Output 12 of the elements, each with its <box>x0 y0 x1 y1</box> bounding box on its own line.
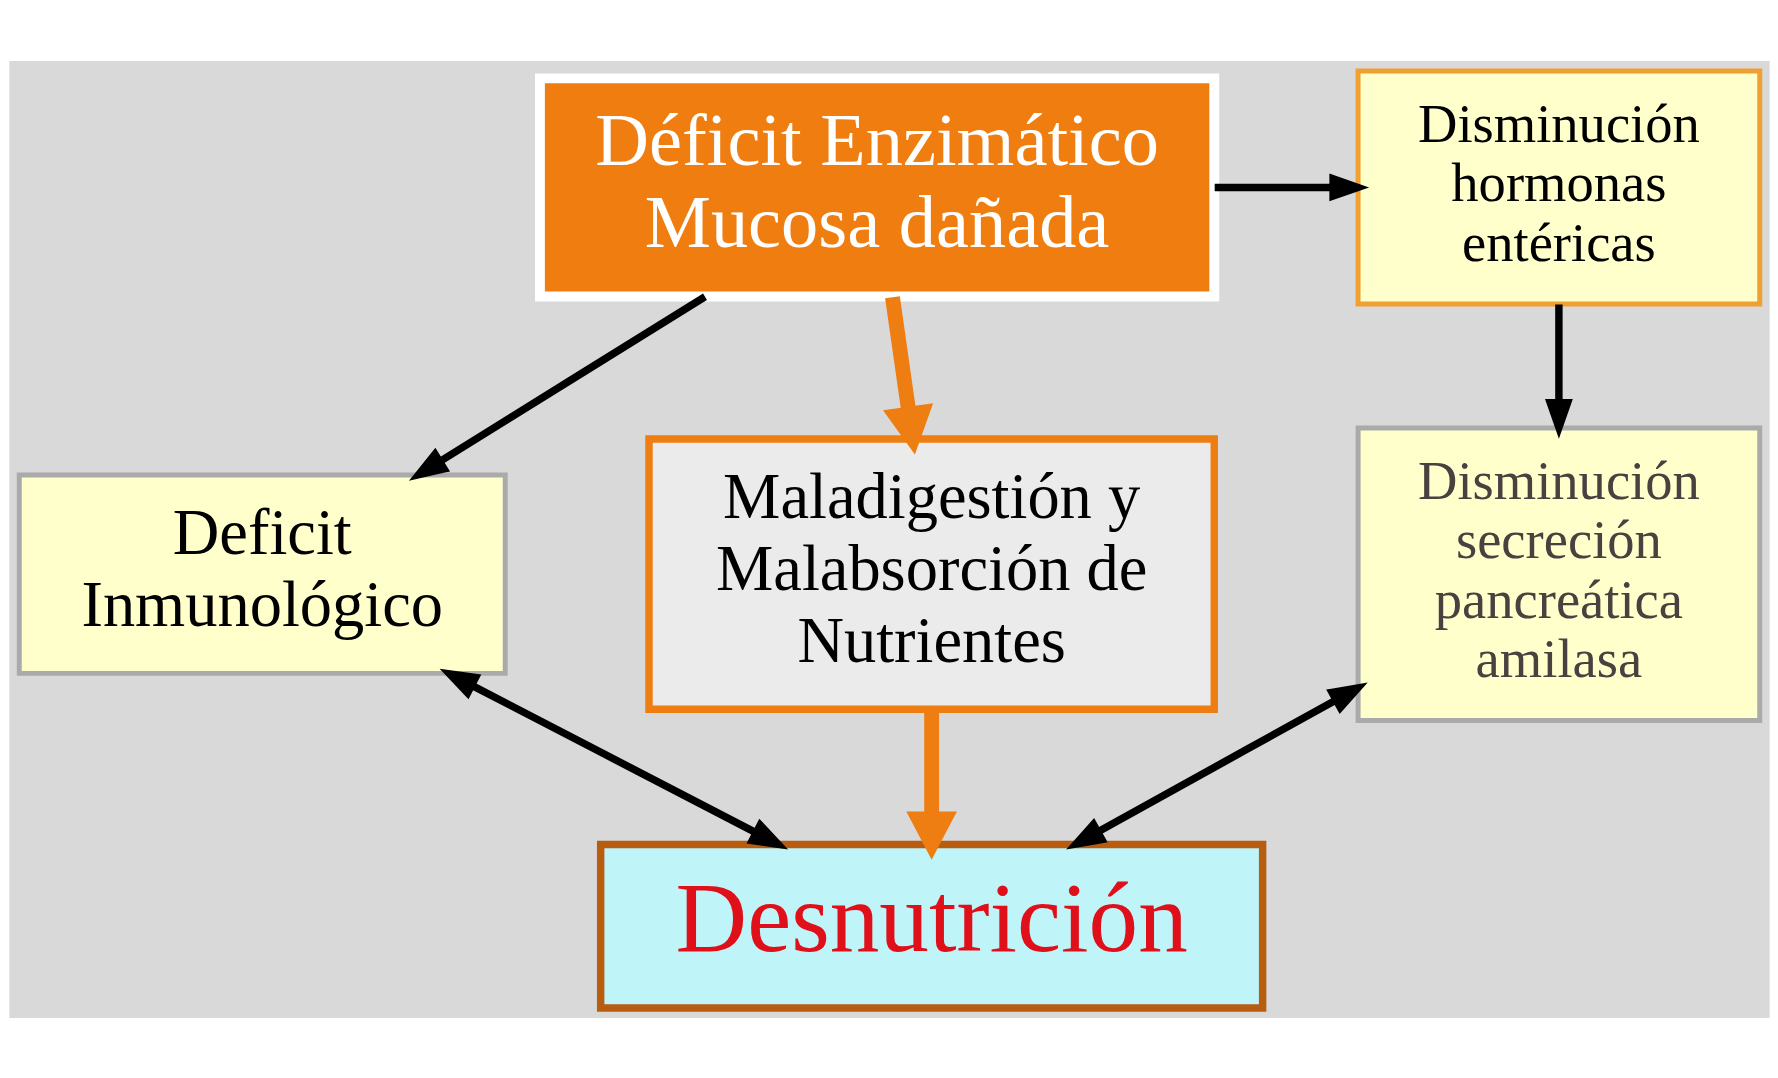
node-box: Desnutrición <box>596 840 1266 1012</box>
arrow <box>408 293 707 481</box>
node-box: Maladigestión y Malabsorción de Nutrientes <box>644 434 1218 713</box>
arrow <box>1544 304 1573 439</box>
node-box: Disminución secreción pancreática amilasa <box>1355 424 1762 723</box>
node-box: Disminución hormonas entéricas <box>1355 67 1762 306</box>
node-box: Deficit Inmunológico <box>16 472 508 676</box>
arrow <box>1214 173 1369 201</box>
arrow <box>882 295 933 454</box>
arrow <box>439 668 788 849</box>
arrow <box>1065 681 1368 849</box>
node-box: Déficit Enzimático Mucosa dañada <box>534 72 1219 301</box>
